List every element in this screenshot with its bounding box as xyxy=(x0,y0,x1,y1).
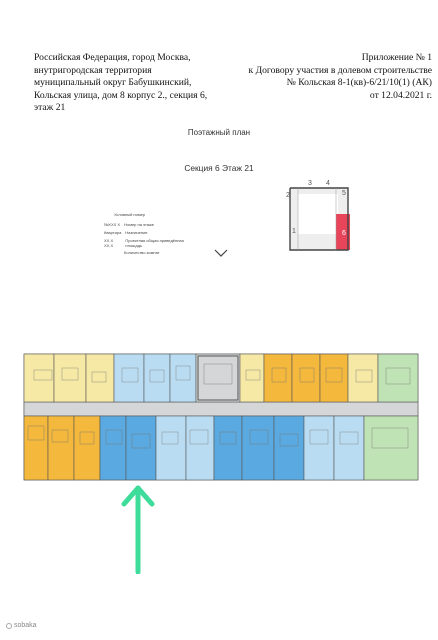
room-partition xyxy=(27,425,45,441)
key-plan-active-section xyxy=(336,214,350,250)
apartment-unit xyxy=(241,415,275,481)
room-partition xyxy=(355,369,373,383)
apartment-unit xyxy=(195,353,241,403)
watermark: sobaka xyxy=(6,622,37,629)
legend-row: №XXX X Номер на этаже xyxy=(104,222,154,227)
apartment-unit xyxy=(53,353,87,403)
apartment-unit xyxy=(263,353,293,403)
room-partition xyxy=(339,431,359,445)
watermark-logo-icon xyxy=(6,622,12,629)
appendix-line: Приложение № 1 xyxy=(361,52,432,63)
floor-plan-rooms xyxy=(23,353,419,481)
key-plan-outline xyxy=(289,187,349,251)
room-partition xyxy=(91,371,107,383)
apartment-unit xyxy=(185,415,215,481)
document-address-block: Российская Федерация, город Москва, внут… xyxy=(34,52,234,115)
address-line: Российская Федерация, город Москва, xyxy=(34,52,191,63)
room-partition xyxy=(79,431,95,445)
address-line: внутригородская территория xyxy=(34,64,152,76)
room-partition xyxy=(279,433,299,447)
apartment-unit xyxy=(239,353,265,403)
key-plan: 2 3 4 5 1 6 xyxy=(284,180,354,256)
apartment-unit xyxy=(99,415,127,481)
room-partition xyxy=(325,367,343,383)
key-plan-courtyard xyxy=(298,194,338,234)
key-plan-number: 5 xyxy=(342,190,346,197)
legend-top-label: Условный номер xyxy=(114,212,146,217)
corridor xyxy=(23,401,419,417)
floor-plan xyxy=(23,353,419,481)
key-plan-number: 4 xyxy=(326,180,330,187)
legend-bottom-label: Количество комнат xyxy=(124,250,160,255)
room-partition xyxy=(299,367,315,383)
key-plan-drawing xyxy=(289,187,350,251)
apartment-unit xyxy=(333,415,365,481)
room-partition xyxy=(219,431,237,445)
address-line: муниципальный округ Бабушкинский, xyxy=(34,77,192,89)
apartment-unit xyxy=(47,415,75,481)
apartment-unit xyxy=(23,353,55,403)
legend-code: №XXX X xyxy=(104,222,121,227)
apartment-unit xyxy=(23,415,49,481)
apartment-unit xyxy=(85,353,115,403)
apartment-unit xyxy=(73,415,101,481)
appendix-line: № Кольская 8-1(кв)-6/21/10(1) (АК) xyxy=(286,77,432,89)
room-partition xyxy=(203,363,233,385)
floor-plan-walls xyxy=(27,355,411,449)
apartment-unit xyxy=(377,353,419,403)
room-partition xyxy=(131,433,151,449)
legend-label: Назначение xyxy=(125,230,148,235)
room-partition xyxy=(175,365,191,381)
room-partition xyxy=(371,427,409,449)
section-title: Секция 6 Этаж 21 xyxy=(184,163,254,173)
apartment-unit xyxy=(347,353,379,403)
apartment-unit xyxy=(113,353,145,403)
appendix-line: к Договору участия в долевом строительст… xyxy=(248,64,432,76)
apartment-unit xyxy=(213,415,243,481)
room-partition xyxy=(249,429,269,445)
room-partition xyxy=(121,367,139,383)
room-partition xyxy=(61,367,79,381)
key-plan-number: 1 xyxy=(292,228,296,235)
legend-row: Квартира Назначение xyxy=(104,230,148,235)
apartment-unit xyxy=(169,353,197,403)
appendix-block: Приложение № 1 к Договору участия в доле… xyxy=(202,52,432,102)
room-partition xyxy=(245,369,261,381)
apartment-unit xyxy=(155,415,187,481)
apartment-unit xyxy=(303,415,335,481)
room-partition xyxy=(161,431,179,445)
legend-row: XX,X XX,X Проектная общая приведённая пл… xyxy=(104,238,194,248)
key-plan-number-active: 6 xyxy=(342,230,346,237)
legend-code: XX,X XX,X xyxy=(104,238,114,248)
appendix-line: от 12.04.2021 г. xyxy=(369,89,432,101)
legend-label: Проектная общая приведённая площадь xyxy=(125,238,184,248)
apartment-unit xyxy=(143,353,171,403)
key-plan-number: 2 xyxy=(286,192,290,199)
address-line: Кольская улица, дом 8 корпус 2., секция … xyxy=(34,89,208,101)
room-partition xyxy=(51,429,69,443)
legend-label: Номер на этаже xyxy=(124,222,154,227)
room-partition xyxy=(33,369,53,381)
chevron-down-icon xyxy=(214,249,228,257)
room-partition xyxy=(105,429,123,445)
arrow-up-icon xyxy=(121,485,155,574)
arrow-shape xyxy=(121,485,155,574)
room-partition xyxy=(149,369,165,383)
apartment-unit xyxy=(291,353,321,403)
plan-title: Поэтажный план xyxy=(187,128,251,137)
apartment-unit xyxy=(319,353,349,403)
legend-code: Квартира xyxy=(104,230,122,235)
room-partition xyxy=(309,429,329,445)
watermark-text: sobaka xyxy=(14,622,37,629)
room-partition xyxy=(189,429,209,445)
stair-core xyxy=(197,355,239,401)
legend: Условный номер №XXX X Номер на этаже Ква… xyxy=(104,212,194,260)
address-line: этаж 21 xyxy=(34,102,66,114)
key-plan-number: 3 xyxy=(308,180,312,187)
apartment-unit xyxy=(273,415,305,481)
room-partition xyxy=(385,367,411,385)
room-partition xyxy=(271,367,287,383)
